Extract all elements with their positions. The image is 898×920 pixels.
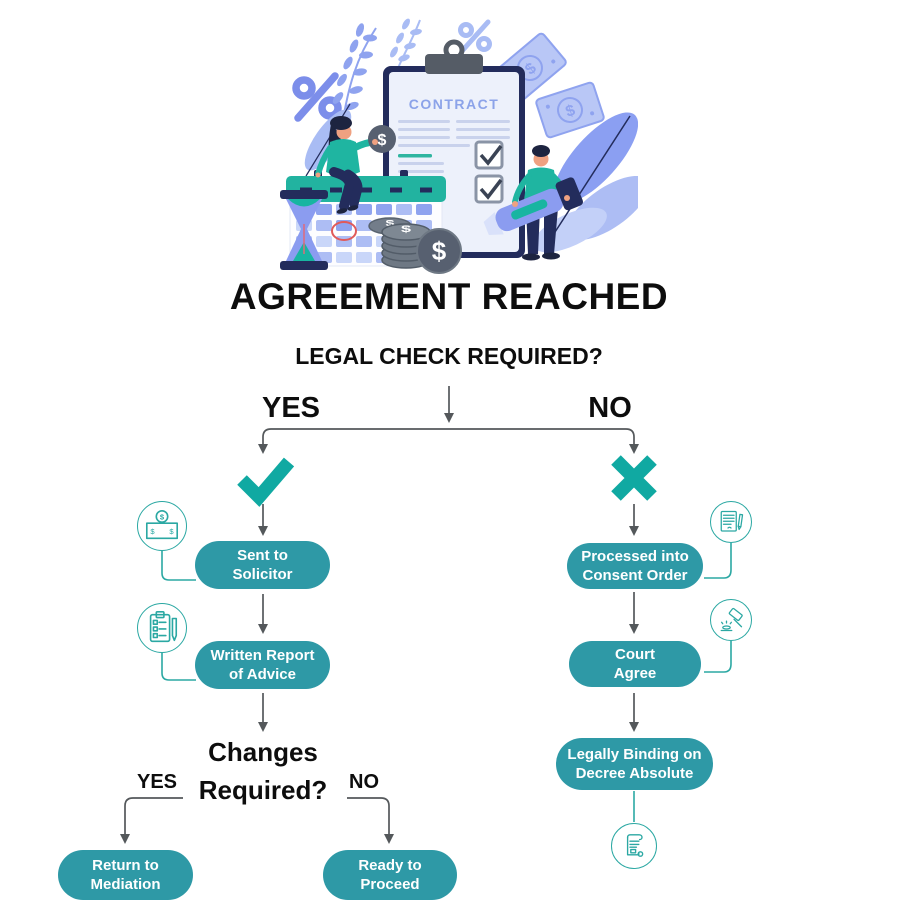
hourglass-icon xyxy=(280,190,328,270)
step-sent-to-solicitor: Sent to Solicitor xyxy=(195,541,330,589)
step-ready-to-proceed: Ready to Proceed xyxy=(323,850,457,900)
agreement-illustration: $ $ CONTRACT xyxy=(278,8,649,283)
gavel-icon xyxy=(710,599,752,641)
check-icon xyxy=(237,457,295,507)
woman-illustration: $ xyxy=(315,116,396,214)
step-processed-consent-order: Processed into Consent Order xyxy=(567,543,703,589)
highlighter-icon xyxy=(483,177,583,235)
svg-text:$: $ xyxy=(150,527,155,536)
svg-text:$: $ xyxy=(432,236,447,266)
svg-text:$: $ xyxy=(378,132,387,149)
svg-text:$: $ xyxy=(401,224,411,234)
svg-text:$: $ xyxy=(386,219,395,228)
svg-text:$: $ xyxy=(160,512,165,521)
percent-icon xyxy=(292,72,342,122)
step-legally-binding: Legally Binding on Decree Absolute xyxy=(556,738,713,790)
payment-banknote-icon: $ $ $ xyxy=(137,501,187,551)
checkbox-icon xyxy=(474,140,504,204)
percent-icon-small xyxy=(458,19,492,54)
report-clipboard-icon xyxy=(137,603,187,653)
page-title: AGREEMENT REACHED xyxy=(229,276,669,317)
sub-decision-yes: YES xyxy=(136,771,178,793)
cross-icon xyxy=(611,455,657,501)
branch-label-yes: YES xyxy=(261,392,321,424)
sub-decision-no: NO xyxy=(349,771,379,793)
decree-scroll-icon xyxy=(611,823,657,869)
step-court-agree: Court Agree xyxy=(569,641,701,687)
sub-decision-question: Changes Required? xyxy=(198,737,328,805)
step-written-report: Written Report of Advice xyxy=(195,641,330,689)
coins-stack: $ $ $ xyxy=(368,217,462,274)
branch-label-no: NO xyxy=(588,392,632,424)
svg-text:$: $ xyxy=(169,527,174,536)
circled-date xyxy=(331,221,357,241)
split-elbow xyxy=(262,428,635,446)
dollar-coin-icon xyxy=(416,228,462,274)
contract-title: CONTRACT xyxy=(409,96,500,112)
man-illustration xyxy=(483,145,583,261)
decision-question: LEGAL CHECK REQUIRED? xyxy=(295,343,603,369)
step-return-to-mediation: Return to Mediation xyxy=(58,850,193,900)
consent-document-icon xyxy=(710,501,752,543)
